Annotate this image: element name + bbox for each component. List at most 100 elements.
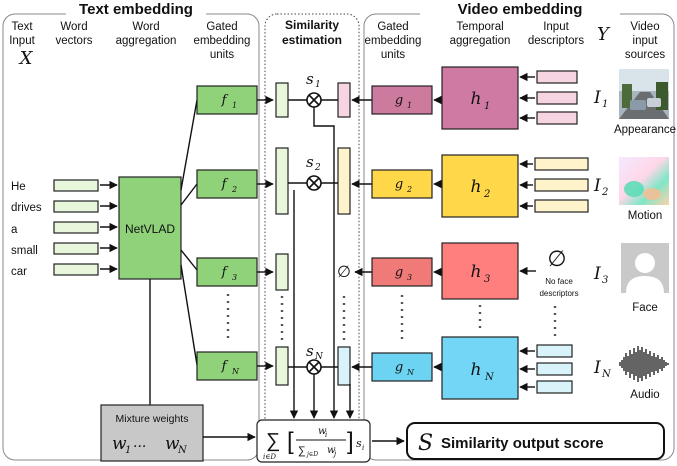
video-embedding-title: Video embedding (458, 1, 583, 18)
svg-text:1: 1 (484, 101, 490, 112)
word-label: a (11, 224, 18, 236)
svg-text:w: w (327, 445, 336, 456)
svg-text:2: 2 (406, 185, 412, 194)
similarity-output-box: S Similarity output score (406, 422, 665, 460)
source-variable-subscript: N (601, 369, 612, 380)
header-video-sources-3: sources (625, 49, 666, 61)
svg-text:h: h (471, 89, 482, 109)
svg-text:descriptors: descriptors (539, 289, 578, 298)
netvlad-block (118, 176, 182, 280)
source-variable: I (593, 88, 601, 108)
word-vector (53, 221, 99, 234)
text-embedding-bar (275, 346, 289, 386)
header-video-sources-2: input (633, 35, 659, 47)
header-word-aggregation: Word (132, 21, 159, 33)
svg-text:j: j (332, 450, 337, 458)
svg-text:g: g (395, 360, 403, 375)
word-vector (53, 200, 99, 213)
temporal-aggregation-2: h 2 (441, 154, 519, 218)
svg-text:No face: No face (545, 277, 573, 286)
temporal-aggregation-3: h 3 (441, 242, 519, 300)
text-embedding-bar (275, 253, 289, 291)
svg-text:j∈D: j∈D (305, 451, 318, 458)
source-variable: I (593, 264, 601, 284)
similarity-weight-subscript: 1 (315, 80, 321, 90)
svg-text:2: 2 (231, 185, 237, 194)
mixture-weights-box: Mixture weights w 1 ... w N (100, 404, 204, 462)
similarity-weight-label: s (306, 70, 314, 88)
input-descriptors-appearance (519, 70, 578, 125)
header-video-sources: Video (630, 21, 659, 33)
motion-thumbnail-image (619, 157, 669, 205)
svg-text:3: 3 (484, 274, 490, 285)
text-embedding-title: Text embedding (79, 1, 193, 18)
word-vector (53, 179, 99, 192)
text-embedding-bar (275, 147, 289, 215)
temporal-aggregation-n: h N (441, 336, 519, 400)
text-embedding-bar (275, 82, 289, 118)
svg-text:∑: ∑ (266, 430, 280, 452)
header-word-aggregation-2: aggregation (116, 35, 177, 47)
header-text-gated: Gated (206, 21, 237, 33)
svg-text:s: s (356, 437, 362, 450)
source-variable-subscript: 3 (602, 275, 608, 286)
face-placeholder-icon (621, 243, 669, 293)
svg-text:Mixture weights: Mixture weights (116, 413, 189, 425)
word-label: He (11, 181, 26, 193)
word-vector (53, 242, 99, 255)
svg-text:[: [ (287, 428, 294, 455)
similarity-weight-label: s (306, 342, 314, 360)
svg-text:N: N (177, 445, 188, 456)
svg-text:S: S (418, 431, 433, 456)
text-input-variable: X (18, 48, 34, 69)
video-embedding-bar (337, 147, 351, 215)
svg-text:Similarity output score: Similarity output score (441, 435, 604, 452)
header-video-gated-2: embedding (365, 35, 422, 47)
video-gated-unit-3: g 3 (371, 257, 433, 287)
svg-text:g: g (395, 265, 403, 280)
text-gated-unit-n: f N (196, 351, 258, 381)
header-word-vectors: Word (60, 21, 87, 33)
empty-set-symbol: ∅ (337, 264, 351, 281)
svg-text:N: N (406, 368, 415, 377)
header-input-descriptors: Input (543, 21, 569, 33)
svg-text:i: i (325, 431, 327, 439)
similarity-title-line1: Similarity (285, 18, 339, 32)
similarity-weight-label: s (306, 153, 314, 171)
similarity-weight-subscript: N (314, 352, 324, 362)
text-gated-unit-3: f 3 (196, 257, 258, 287)
source-label-face: Face (632, 302, 658, 314)
svg-text:i: i (362, 444, 364, 452)
svg-text:w: w (318, 426, 327, 437)
svg-text:g: g (395, 93, 403, 108)
input-descriptors-face-missing: ∅ No face descriptors (519, 246, 579, 298)
svg-text:i∈D: i∈D (263, 453, 276, 461)
svg-text:2: 2 (483, 189, 490, 200)
source-label-audio: Audio (630, 389, 659, 401)
svg-text:3: 3 (232, 273, 237, 282)
multiply-node (306, 92, 322, 108)
svg-text:w: w (165, 434, 180, 454)
svg-text:1: 1 (232, 101, 237, 110)
svg-text:]: ] (347, 428, 354, 455)
word-label: car (11, 266, 27, 278)
svg-text:f: f (221, 177, 229, 192)
video-embedding-bar (337, 346, 351, 386)
multiply-node (306, 359, 322, 375)
appearance-thumbnail-image (619, 69, 669, 119)
netvlad-label: NetVLAD (125, 222, 175, 236)
svg-text:N: N (231, 367, 240, 376)
header-video-gated-3: units (381, 49, 406, 61)
word-vectors (53, 179, 118, 276)
header-temporal: Temporal (456, 21, 503, 33)
svg-text:3: 3 (407, 273, 412, 282)
similarity-title-line2: estimation (282, 33, 342, 47)
svg-text:h: h (471, 262, 482, 282)
svg-text:1: 1 (125, 445, 131, 456)
source-variable: I (593, 176, 601, 196)
header-text-input: Text (11, 21, 33, 33)
input-descriptors-motion (519, 157, 589, 213)
audio-waveform-icon (619, 346, 669, 382)
svg-text:∑: ∑ (298, 445, 306, 457)
source-variable: I (593, 358, 601, 378)
